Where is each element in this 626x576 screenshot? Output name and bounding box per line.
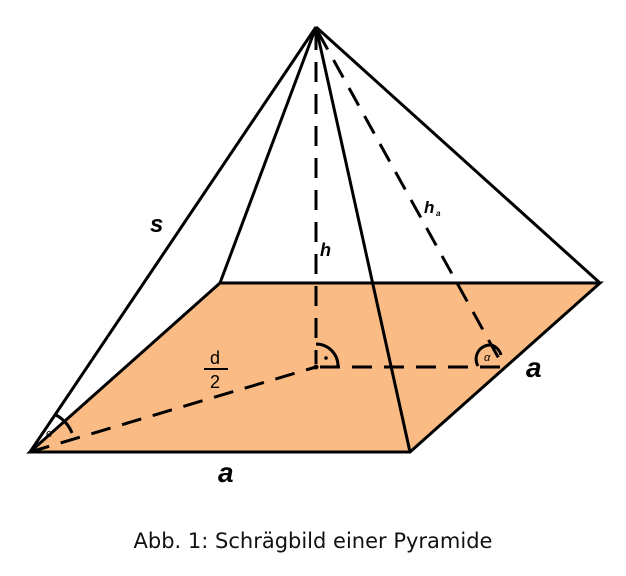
edges [28, 25, 602, 453]
label-ha-sub: a [436, 209, 441, 218]
label-a-right: a [526, 352, 542, 383]
label-ha: h [424, 198, 434, 217]
half-diagonal-line [29, 365, 317, 454]
angle-corner-icon [55, 413, 74, 434]
dashed-lines [29, 30, 505, 454]
label-h: h [320, 240, 331, 260]
label-a-front: a [218, 457, 234, 488]
label-alpha-corner: α [46, 428, 53, 440]
angle-alpha-right-icon [474, 343, 503, 367]
label-alpha-right: α [484, 352, 491, 364]
right-angle-center-icon [315, 342, 340, 367]
label-s: s [150, 211, 163, 238]
label-2: 2 [210, 372, 220, 392]
label-d: d [210, 348, 220, 368]
figure-caption: Abb. 1: Schrägbild einer Pyramide [133, 529, 493, 553]
